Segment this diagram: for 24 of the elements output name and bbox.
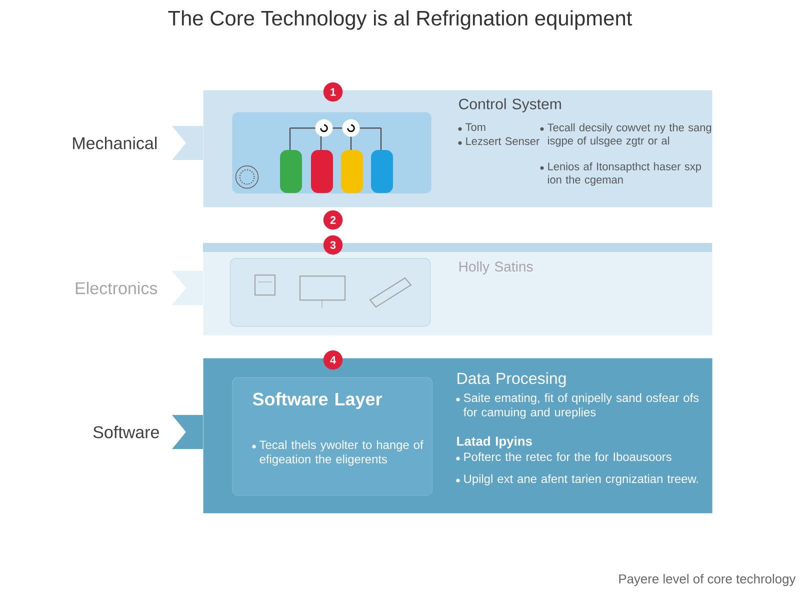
bullet-item: Upilgl ext ane afent tarien crgnizatian treew. xyxy=(464,474,698,486)
picture-box xyxy=(232,112,432,194)
subheading: Latad Ipyins xyxy=(457,436,532,448)
panel-heading: Control System xyxy=(459,98,561,112)
side-label: Mechanical xyxy=(73,136,157,150)
side-label: Electronics xyxy=(76,282,158,294)
bullet-item: Tom xyxy=(466,123,486,131)
box-heading: Software Layer xyxy=(252,392,382,410)
bullet-item: Lezsert Senser xyxy=(466,137,540,146)
bullet-item: Tecall decsily cowvet ny the sang isgpe of ulsgee zgtr or al xyxy=(548,123,712,147)
panel-heading: Holly Satins xyxy=(459,261,533,274)
title: The Core Technology is al Refrignation equipment xyxy=(168,10,632,30)
panel-heading: Data Procesing xyxy=(458,372,566,388)
number-badge: 3 xyxy=(323,235,343,255)
picture-box xyxy=(230,258,431,327)
number-badge: 2 xyxy=(323,210,343,230)
bullet-item: Lenios af Itonsapthct haser sxp ion the cgeman xyxy=(548,162,702,186)
bullet-item: Tecal thels ywolter to hange of efigeation the eligerents xyxy=(260,440,424,466)
number-badge: 1 xyxy=(323,82,343,102)
bullet-item: Saite emating, fit of qnipelly sand osfear ofs for camuing and ureplies xyxy=(463,393,699,419)
number-badge: 4 xyxy=(323,350,343,370)
caption: Payere level of core techrology xyxy=(619,574,796,586)
bullet-item: Pofterc the retec for the for Iboausoors xyxy=(464,452,672,462)
side-label: Software xyxy=(93,426,159,438)
